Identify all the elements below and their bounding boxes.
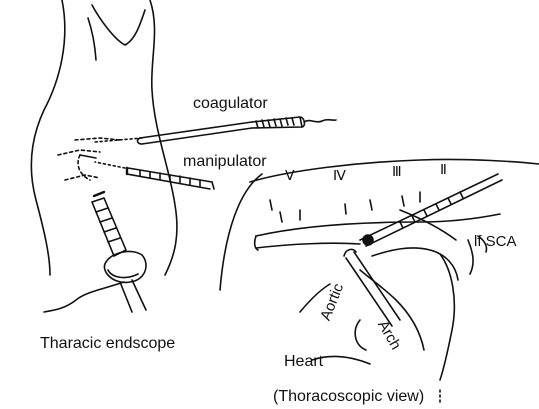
sca-label: lf SCA xyxy=(474,234,517,249)
thoracoscopic-view-drawing xyxy=(220,159,539,405)
endoscope-instrument xyxy=(44,192,146,312)
view-manipulator xyxy=(346,258,392,326)
rib-label-5: Ⅴ xyxy=(285,170,294,184)
rib-label-3: Ⅲ xyxy=(392,166,401,180)
rib-label-4: Ⅳ xyxy=(333,170,345,184)
torso-outline xyxy=(31,0,64,275)
view-coagulator xyxy=(360,174,498,240)
diaphragm-bottom xyxy=(256,243,360,248)
rib-label-2: Ⅱ xyxy=(440,164,446,178)
neck-outline xyxy=(92,5,145,45)
shoulder-line xyxy=(88,18,96,60)
port-marker-5 xyxy=(80,155,96,158)
port-marker-1 xyxy=(75,138,120,140)
coagulator-label: coagulator xyxy=(193,96,268,112)
port-marker-3 xyxy=(65,175,100,180)
diaphragm-top xyxy=(256,214,500,236)
coagulator-instrument xyxy=(95,117,336,144)
chest-wall-left xyxy=(220,174,262,290)
coagulator-tip xyxy=(363,235,373,245)
view-caption: (Thoracoscopic view) xyxy=(273,389,424,405)
manipulator-label: manipulator xyxy=(183,154,267,170)
endoscope-label: Tharacic endscope xyxy=(40,336,175,352)
torso-outline-right xyxy=(150,0,177,275)
heart-label: Heart xyxy=(284,354,323,370)
port-marker-2 xyxy=(58,150,100,155)
